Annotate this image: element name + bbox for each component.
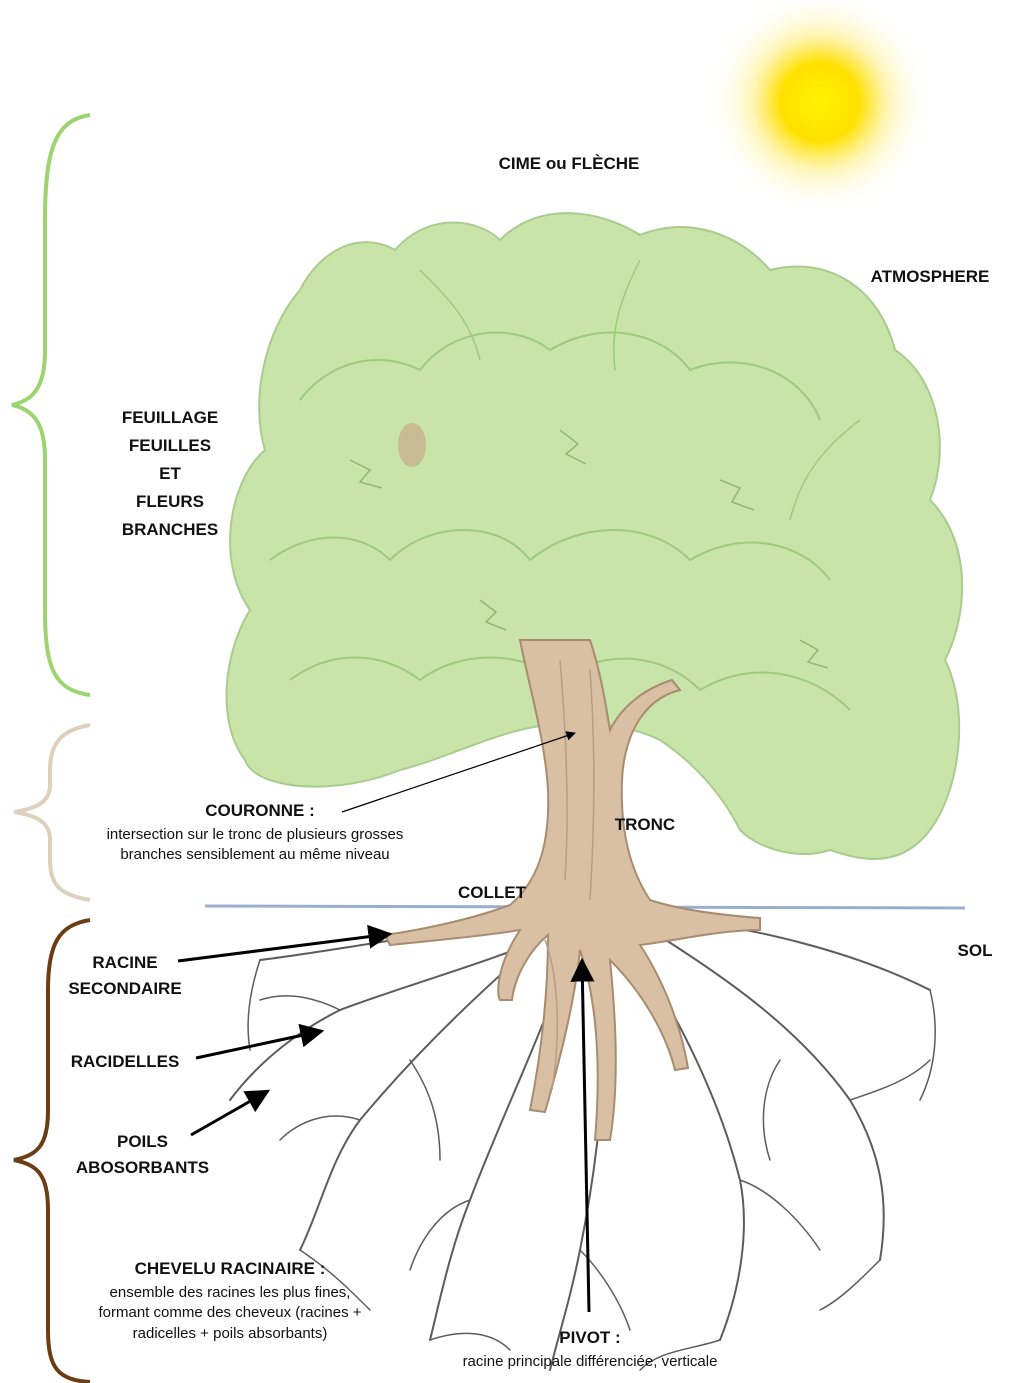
label-couronne-desc: intersection sur le tronc de plusieurs g…	[55, 825, 455, 866]
label-collet: COLLET	[442, 882, 542, 905]
crown-brace	[14, 725, 90, 900]
label-feuillage: FEUILLAGE FEUILLES ET FLEURS BRANCHES	[100, 404, 240, 544]
label-tronc: TRONC	[600, 814, 690, 837]
label-feuillage-2: FEUILLES	[100, 432, 240, 460]
label-racine-secondaire-1: RACINE	[45, 950, 205, 976]
label-pivot-desc: racine principale différenciée, vertical…	[410, 1352, 770, 1372]
label-feuillage-5: BRANCHES	[100, 516, 240, 544]
label-atmosphere: ATMOSPHERE	[860, 266, 1000, 289]
label-chevelu-desc-1: ensemble des racines les plus fines,	[50, 1283, 410, 1303]
label-chevelu-desc: ensemble des racines les plus fines, for…	[50, 1283, 410, 1344]
label-couronne-desc-2: branches sensiblement au même niveau	[55, 845, 455, 865]
label-chevelu-desc-3: radicelles + poils absorbants)	[50, 1324, 410, 1344]
label-sol: SOL	[945, 940, 1005, 963]
label-cime: CIME ou FLÈCHE	[469, 153, 669, 176]
label-racidelles: RACIDELLES	[55, 1051, 195, 1074]
label-pivot-title: PIVOT :	[530, 1327, 650, 1350]
label-racine-secondaire-2: SECONDAIRE	[45, 976, 205, 1002]
arrow-pivot	[582, 960, 589, 1312]
label-chevelu-title: CHEVELU RACINAIRE :	[110, 1258, 350, 1281]
label-poils-absorbants-1: POILS	[60, 1129, 225, 1155]
label-couronne-desc-1: intersection sur le tronc de plusieurs g…	[55, 825, 455, 845]
arrow-racidelles	[196, 1031, 322, 1058]
sun-icon	[708, 0, 932, 214]
label-couronne-title: COURONNE :	[180, 800, 340, 823]
label-feuillage-1: FEUILLAGE	[100, 404, 240, 432]
label-feuillage-3: ET	[100, 460, 240, 488]
label-feuillage-4: FLEURS	[100, 488, 240, 516]
label-racine-secondaire: RACINE SECONDAIRE	[45, 950, 205, 1002]
foliage-brace	[12, 115, 90, 695]
label-poils-absorbants: POILS ABOSORBANTS	[60, 1129, 225, 1181]
label-poils-absorbants-2: ABOSORBANTS	[60, 1155, 225, 1181]
label-chevelu-desc-2: formant comme des cheveux (racines +	[50, 1303, 410, 1323]
